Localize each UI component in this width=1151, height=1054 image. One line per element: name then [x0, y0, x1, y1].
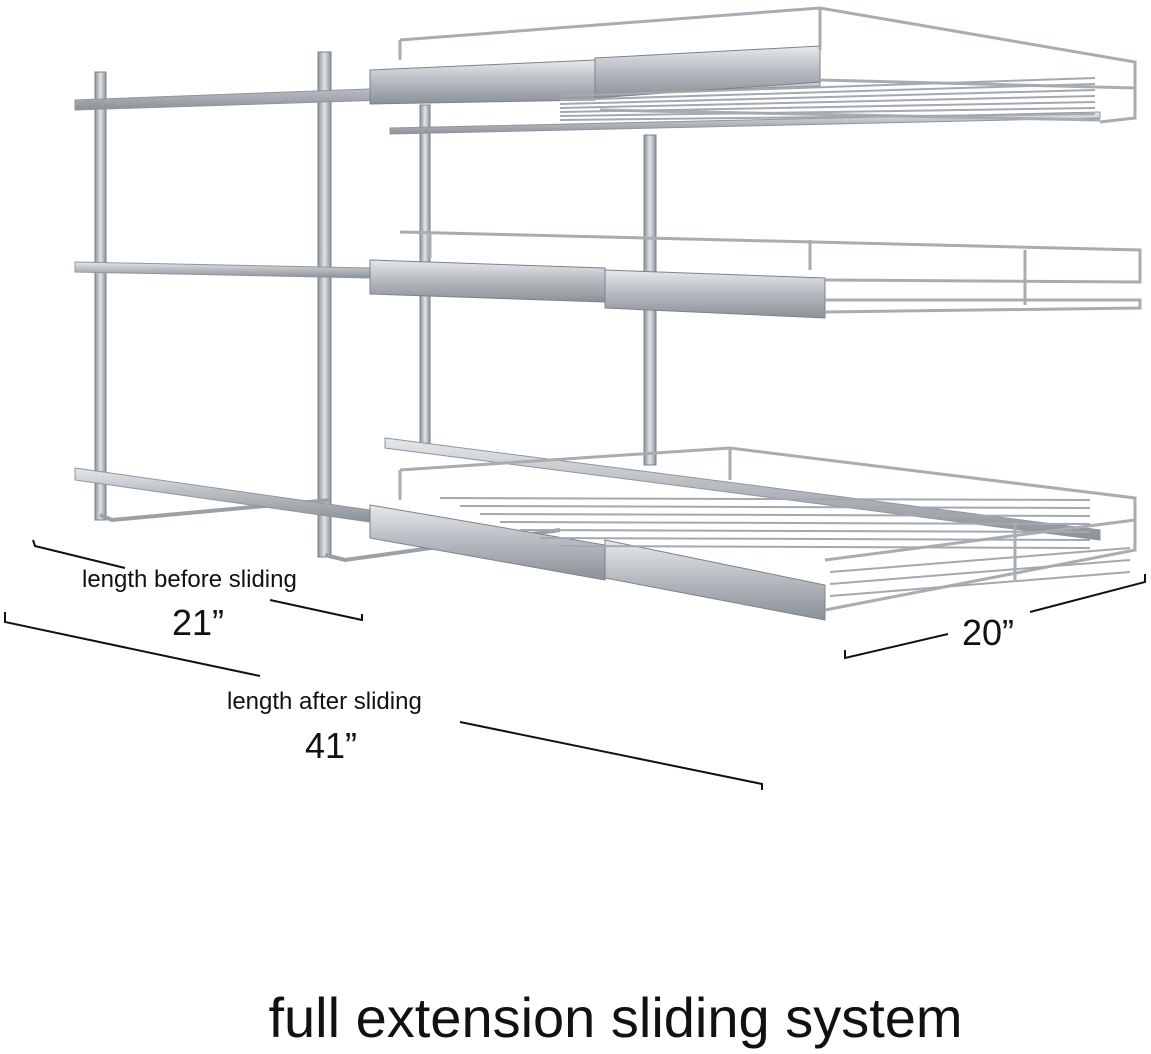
dimension-lines — [4, 539, 1146, 790]
bottom-basket — [74, 437, 1137, 621]
length-before-label: length before sliding — [82, 566, 297, 593]
top-basket — [74, 6, 1137, 135]
width-value: 20” — [962, 612, 1015, 653]
length-before-value: 21” — [172, 602, 225, 643]
caption: full extension sliding system — [268, 986, 963, 1049]
middle-basket — [74, 230, 1142, 319]
length-after-value: 41” — [305, 725, 358, 766]
length-after-label: length after sliding — [227, 688, 422, 715]
